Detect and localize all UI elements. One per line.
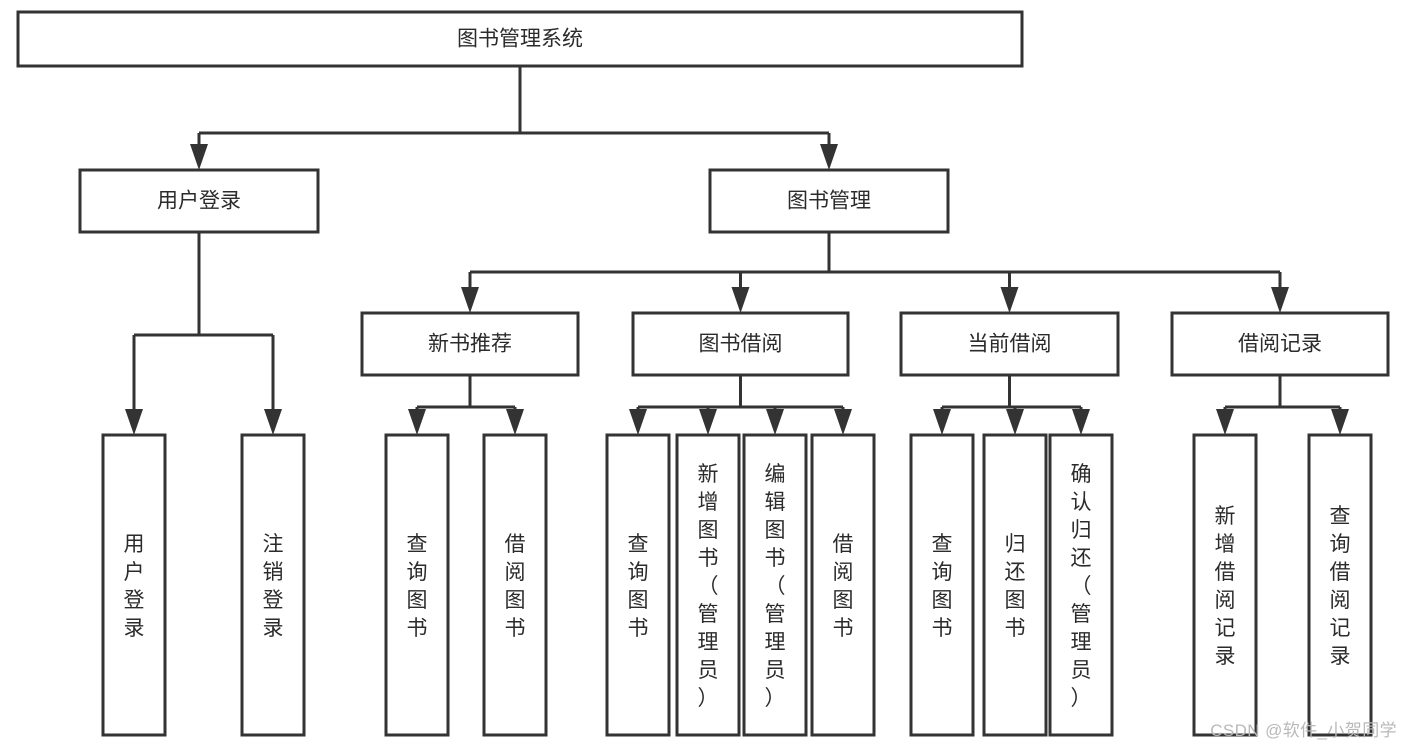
node-borrow-edit-book[interactable]: 编辑图书（管理员） — [742, 433, 808, 737]
node-book-borrow[interactable]: 图书借阅 — [631, 311, 850, 377]
connector-layer — [125, 66, 1349, 435]
node-label: 用户登录 — [124, 533, 145, 640]
node-label: 查询图书 — [628, 533, 649, 640]
node-borrow-query-book[interactable]: 查询图书 — [605, 433, 671, 737]
node-current-return-book[interactable]: 归还图书 — [982, 433, 1048, 737]
node-record-add[interactable]: 新增借阅记录 — [1192, 433, 1258, 737]
node-current-borrow[interactable]: 当前借阅 — [899, 311, 1120, 377]
node-recommend-borrow-book[interactable]: 借阅图书 — [482, 433, 548, 737]
node-book-manage[interactable]: 图书管理 — [708, 168, 950, 234]
node-label: 图书管理 — [787, 190, 871, 213]
node-label: 借阅图书 — [505, 533, 526, 640]
node-label: 归还图书 — [1005, 533, 1026, 640]
node-label: 查询借阅记录 — [1330, 505, 1351, 668]
node-user-logout[interactable]: 注销登录 — [240, 433, 306, 737]
node-layer: 图书管理系统用户登录用户登录注销登录图书管理新书推荐查询图书借阅图书图书借阅查询… — [16, 10, 1390, 737]
node-current-query-book[interactable]: 查询图书 — [909, 433, 975, 737]
node-label: 新增图书（管理员） — [698, 463, 719, 710]
node-label: 图书借阅 — [699, 333, 783, 356]
node-label: 图书管理系统 — [457, 28, 583, 51]
node-root[interactable]: 图书管理系统 — [16, 10, 1024, 68]
node-label: 借阅图书 — [833, 533, 854, 640]
node-label: 新书推荐 — [428, 333, 512, 356]
node-user-login-do[interactable]: 用户登录 — [101, 433, 167, 737]
node-current-confirm-return[interactable]: 确认归还（管理员） — [1048, 433, 1114, 737]
node-borrow-borrow-book[interactable]: 借阅图书 — [810, 433, 876, 737]
node-label: 编辑图书（管理员） — [765, 463, 786, 710]
node-recommend-query-book[interactable]: 查询图书 — [384, 433, 450, 737]
node-label: 当前借阅 — [968, 333, 1052, 356]
node-label: 查询图书 — [407, 533, 428, 640]
node-label: 查询图书 — [932, 533, 953, 640]
node-label: 注销登录 — [263, 533, 284, 640]
node-borrow-record[interactable]: 借阅记录 — [1170, 311, 1390, 377]
node-label: 用户登录 — [157, 190, 241, 213]
node-record-query[interactable]: 查询借阅记录 — [1307, 433, 1373, 737]
node-new-book-recommend[interactable]: 新书推荐 — [360, 311, 580, 377]
node-borrow-add-book[interactable]: 新增图书（管理员） — [675, 433, 741, 737]
node-user-login[interactable]: 用户登录 — [78, 168, 320, 234]
node-label: 新增借阅记录 — [1215, 505, 1236, 668]
csdn-watermark: CSDN @软件_小贺同学 — [1210, 721, 1397, 740]
node-label: 确认归还（管理员） — [1071, 463, 1092, 710]
node-label: 借阅记录 — [1238, 333, 1322, 356]
